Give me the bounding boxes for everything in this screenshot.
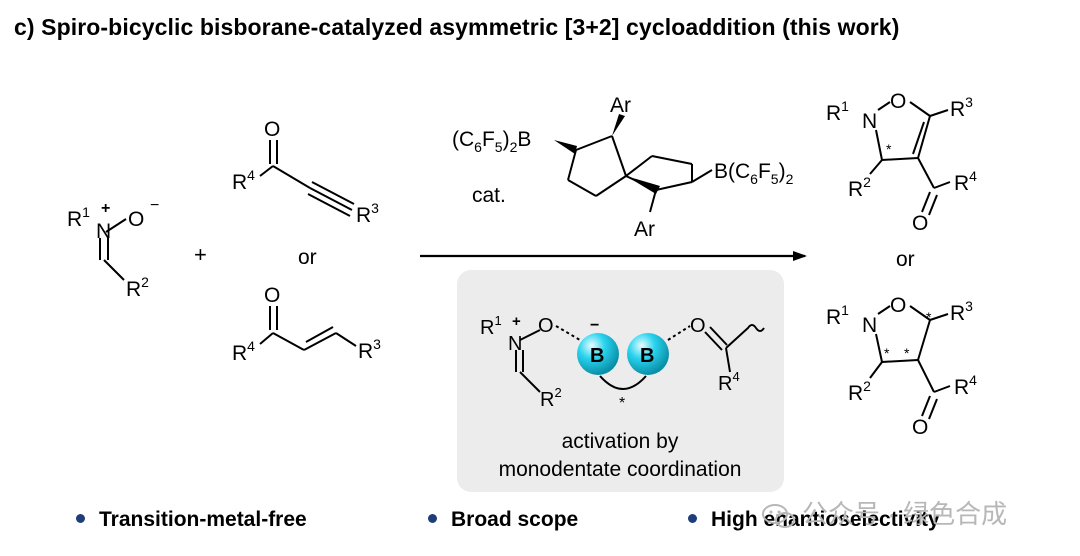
catalyst-labels: Ar Ar (C6F5)2B B(C6F5)2 cat.	[452, 94, 794, 241]
svg-text:R1: R1	[480, 313, 502, 339]
svg-text:R1: R1	[826, 98, 849, 125]
svg-text:O: O	[128, 208, 144, 231]
isoxazoline-structure	[869, 101, 951, 216]
scheme-title: c) Spiro-bicyclic bisborane-catalyzed as…	[14, 14, 900, 40]
svg-text:O: O	[538, 315, 554, 337]
svg-text:R1: R1	[67, 204, 90, 231]
catalyst-structure	[567, 135, 713, 213]
boron-linker-arc	[599, 375, 647, 390]
svg-text:*: *	[926, 309, 932, 325]
svg-text:R3: R3	[950, 94, 973, 121]
svg-text:O: O	[264, 118, 280, 141]
svg-text:O: O	[890, 294, 906, 317]
ynone-structure	[259, 140, 355, 217]
bullet-dot	[688, 513, 697, 523]
bullet-dot	[76, 513, 85, 523]
svg-text:*: *	[886, 141, 892, 157]
svg-text:(C6F5)2B: (C6F5)2B	[452, 128, 531, 155]
bullet-dot	[428, 513, 437, 523]
reagent-or-text: or	[298, 246, 317, 269]
svg-text:+: +	[512, 313, 521, 330]
svg-text:+: +	[101, 200, 110, 217]
feature-bullets: Transition-metal-free Broad scope High e…	[0, 508, 1080, 544]
nitrone-structure	[99, 218, 127, 281]
bullet-transition-metal-free: Transition-metal-free	[76, 508, 307, 532]
enone-labels: O R4 R3	[232, 284, 381, 365]
boron-right-label: B	[640, 345, 654, 367]
activation-carbonyl-o: O	[690, 315, 706, 337]
reagent-plus-sign: +	[194, 242, 207, 267]
svg-text:O: O	[912, 212, 928, 235]
isoxazoline-labels: R1 N O R3 R2 R4 O *	[826, 90, 977, 235]
activation-carbonyl	[667, 324, 765, 373]
svg-text:*: *	[884, 345, 890, 361]
wechat-icon	[762, 504, 795, 529]
activation-panel	[457, 270, 784, 492]
activation-caption-line2: monodentate coordination	[499, 458, 742, 481]
svg-text:R4: R4	[954, 372, 977, 399]
svg-text:O: O	[890, 90, 906, 113]
svg-text:R4: R4	[954, 168, 977, 195]
svg-text:cat.: cat.	[472, 184, 506, 207]
svg-text:Ar: Ar	[634, 218, 655, 241]
svg-text:R2: R2	[848, 378, 871, 405]
svg-text:R4: R4	[232, 167, 255, 194]
activation-caption-line1: activation by	[562, 430, 679, 453]
boron-sphere-left	[577, 333, 619, 375]
svg-text:R1: R1	[826, 302, 849, 329]
reaction-scheme: R1 N + O − R2 + O R4 R3 or O R4 R3	[67, 90, 977, 492]
svg-text:R4: R4	[232, 338, 255, 365]
svg-text:N: N	[862, 110, 877, 133]
svg-text:R2: R2	[126, 274, 149, 301]
isoxazolidine-labels: R1 N O R3 R2 R4 O * * *	[826, 294, 977, 439]
svg-text:N: N	[96, 220, 111, 243]
linker-star: *	[619, 395, 625, 412]
boron-left-label: B	[590, 345, 604, 367]
svg-text:R3: R3	[950, 298, 973, 325]
svg-text:O: O	[912, 416, 928, 439]
svg-text:O: O	[264, 284, 280, 307]
activation-labels: R1 N + O − R2	[480, 313, 599, 411]
svg-text:*: *	[904, 345, 910, 361]
svg-text:Ar: Ar	[610, 94, 631, 117]
svg-text:−: −	[150, 197, 159, 214]
bullet-high-enantioselectivity: High enantioselectivity	[688, 508, 940, 532]
enone-structure	[259, 306, 357, 351]
svg-text:B(C6F5)2: B(C6F5)2	[714, 160, 794, 187]
catalyst-wedge-bonds	[554, 114, 660, 194]
svg-text:−: −	[590, 317, 599, 334]
svg-text:R2: R2	[540, 385, 562, 411]
svg-text:R3: R3	[358, 336, 381, 363]
svg-text:N: N	[862, 314, 877, 337]
boron-sphere-right	[627, 333, 669, 375]
nitrone-labels: R1 N + O − R2	[67, 197, 159, 301]
activation-nitrone	[515, 325, 581, 393]
product-or-text: or	[896, 248, 915, 271]
ynone-labels: O R4 R3	[232, 118, 379, 227]
svg-text:N: N	[508, 333, 522, 355]
watermark: 公众号 · 绿色合成	[762, 494, 1007, 531]
isoxazolidine-structure	[869, 305, 951, 420]
svg-text:R3: R3	[356, 200, 379, 227]
bullet-broad-scope: Broad scope	[428, 508, 578, 532]
activation-r4: R4	[718, 369, 740, 395]
svg-text:R2: R2	[848, 174, 871, 201]
